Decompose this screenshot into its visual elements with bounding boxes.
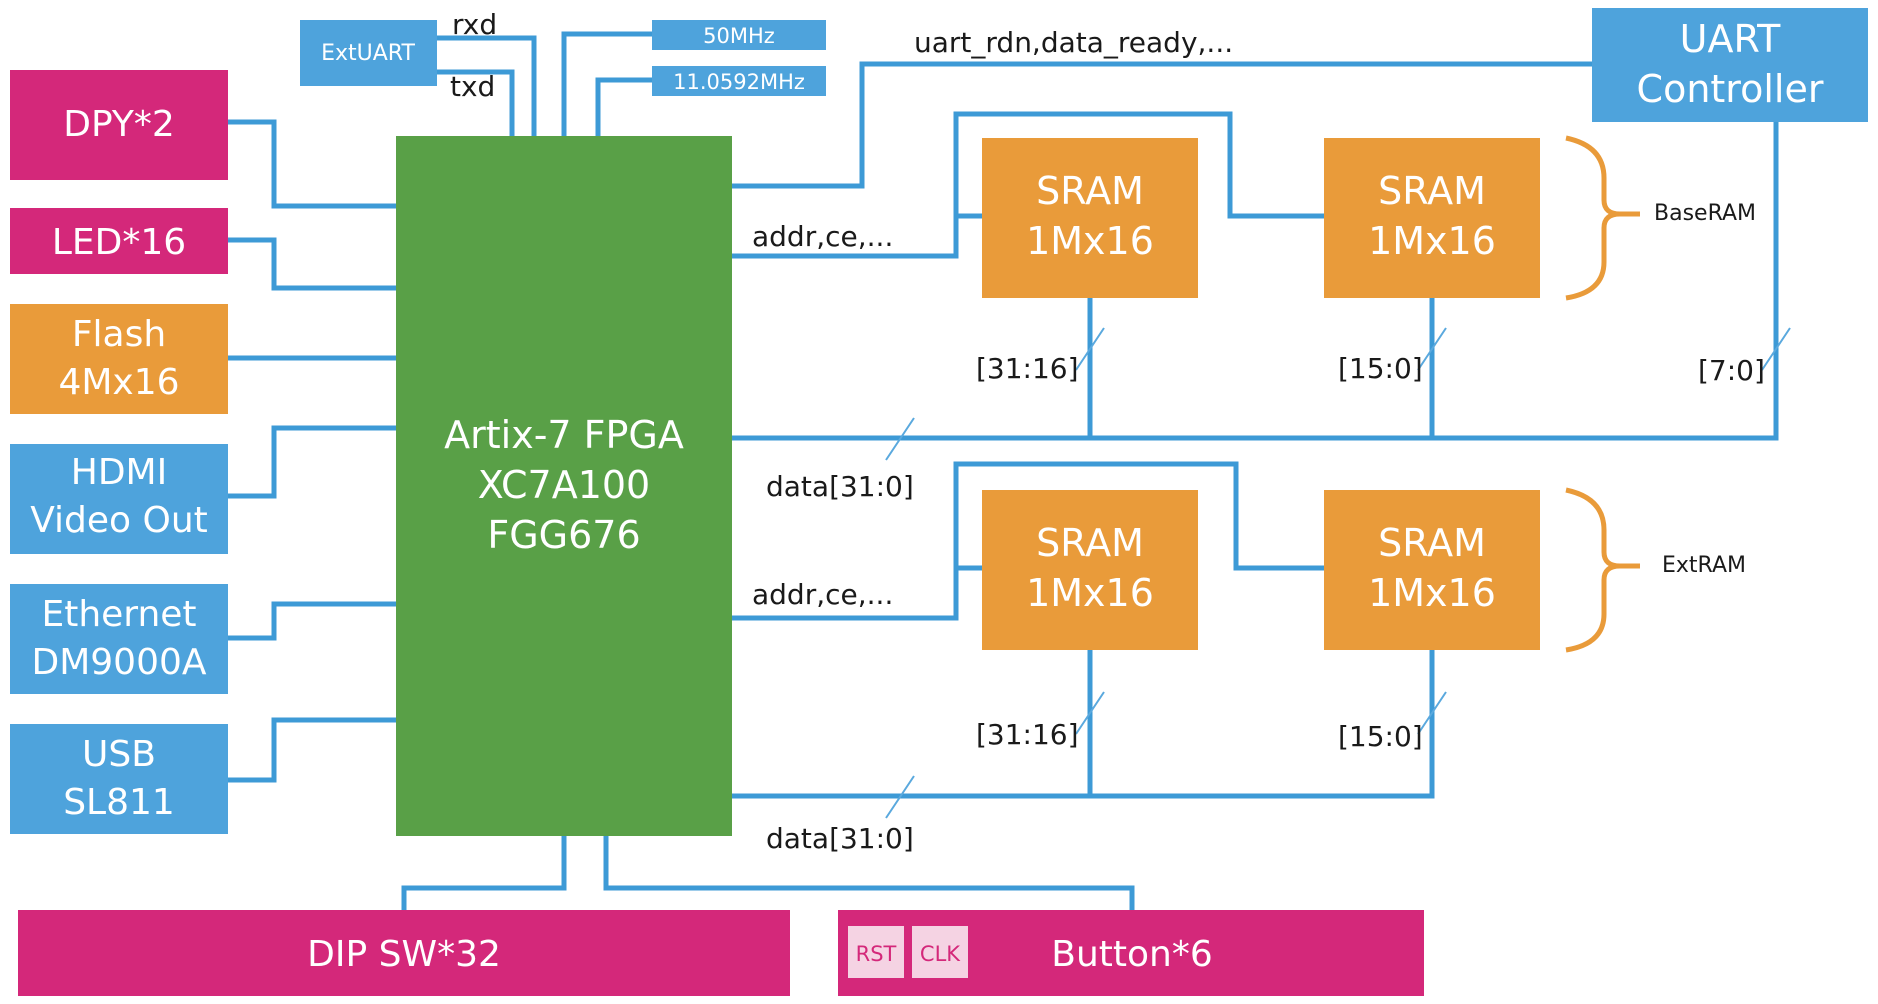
base-sram-2 bbox=[1324, 138, 1540, 298]
dip-switch-block bbox=[18, 910, 790, 996]
ext-sram-1-label-2: 1Mx16 bbox=[1026, 571, 1154, 615]
clk-button bbox=[912, 926, 968, 978]
ext-uart-label: ExtUART bbox=[321, 41, 415, 66]
ext-sram-1-label-1: SRAM bbox=[1036, 521, 1144, 565]
led-label: LED*16 bbox=[52, 222, 186, 263]
wire-rxd bbox=[437, 35, 537, 136]
ext-sram-2-label-2: 1Mx16 bbox=[1368, 571, 1496, 615]
usb-label-2: SL811 bbox=[63, 782, 175, 823]
wire-clk2 bbox=[595, 77, 652, 136]
wire-ethernet bbox=[228, 601, 396, 641]
ext-sram-1 bbox=[982, 490, 1198, 650]
flash-label-1: Flash bbox=[72, 314, 166, 355]
wire-ext-addr bbox=[732, 461, 1324, 621]
uart-controller-label-1: UART bbox=[1680, 17, 1781, 61]
base-data-label: data[31:0] bbox=[766, 470, 914, 503]
rxd-label: rxd bbox=[452, 8, 497, 41]
ext-sram-2 bbox=[1324, 490, 1540, 650]
dpy-label: DPY*2 bbox=[63, 104, 175, 145]
wire-button bbox=[603, 836, 1135, 910]
hdmi-label-1: HDMI bbox=[71, 452, 167, 493]
uart-controller-label-2: Controller bbox=[1637, 67, 1824, 111]
base-hi-label: [31:16] bbox=[976, 352, 1079, 385]
wire-led bbox=[228, 237, 396, 291]
uart-controller-block bbox=[1592, 8, 1868, 122]
ethernet-label-1: Ethernet bbox=[41, 594, 196, 635]
flash-block bbox=[10, 304, 228, 414]
dip-switch-label: DIP SW*32 bbox=[307, 934, 501, 975]
wire-uart-signals bbox=[732, 61, 1592, 189]
hdmi-block bbox=[10, 444, 228, 554]
fpga-block bbox=[396, 136, 732, 836]
base-sram-1 bbox=[982, 138, 1198, 298]
button-label: Button*6 bbox=[1051, 934, 1213, 975]
dpy-block bbox=[10, 70, 228, 180]
hdmi-label-2: Video Out bbox=[30, 500, 208, 541]
base-lo-label: [15:0] bbox=[1338, 352, 1423, 385]
wire-dip bbox=[401, 836, 567, 910]
led-block bbox=[10, 208, 228, 274]
fpga-label-2: XC7A100 bbox=[478, 463, 651, 507]
wire-hdmi bbox=[228, 425, 396, 499]
flash-label-2: 4Mx16 bbox=[58, 362, 179, 403]
base-sram-1-label-1: SRAM bbox=[1036, 169, 1144, 213]
wire-usb bbox=[228, 717, 396, 783]
rst-label: RST bbox=[856, 942, 897, 966]
clock-11mhz-label: 11.0592MHz bbox=[673, 70, 805, 94]
wire-dpy bbox=[228, 119, 396, 209]
txd-label: txd bbox=[450, 70, 495, 103]
wire-txd bbox=[437, 69, 515, 136]
uart-signals-label: uart_rdn,data_ready,... bbox=[914, 26, 1233, 59]
clk-label: CLK bbox=[920, 942, 961, 966]
ethernet-label-2: DM9000A bbox=[31, 642, 206, 683]
clock-50mhz-label: 50MHz bbox=[703, 24, 775, 48]
ext-uart-block bbox=[300, 20, 437, 86]
fpga-label-1: Artix-7 FPGA bbox=[444, 413, 684, 457]
wire-ext-data bbox=[732, 650, 1435, 799]
ext-data-label: data[31:0] bbox=[766, 822, 914, 855]
ext-lo-label: [15:0] bbox=[1338, 720, 1423, 753]
ethernet-block bbox=[10, 584, 228, 694]
wire-clk1 bbox=[561, 31, 652, 136]
wire-base-addr bbox=[732, 111, 1324, 259]
clock-11mhz-block bbox=[652, 66, 826, 96]
base-sram-2-label-2: 1Mx16 bbox=[1368, 219, 1496, 263]
base-sram-2-label-1: SRAM bbox=[1378, 169, 1486, 213]
bus-slashes bbox=[885, 327, 1791, 819]
ext-hi-label: [31:16] bbox=[976, 718, 1079, 751]
usb-block bbox=[10, 724, 228, 834]
usb-label-1: USB bbox=[82, 734, 156, 775]
rst-button bbox=[848, 926, 904, 978]
base-addr-label: addr,ce,... bbox=[752, 220, 893, 253]
fpga-label-3: FGG676 bbox=[487, 513, 640, 557]
wire-base-data bbox=[732, 122, 1779, 441]
wires bbox=[228, 31, 1779, 910]
base-ram-label: BaseRAM bbox=[1654, 201, 1756, 226]
ext-ram-brace bbox=[1565, 487, 1621, 653]
base-sram-1-label-2: 1Mx16 bbox=[1026, 219, 1154, 263]
uart-bits-label: [7:0] bbox=[1698, 354, 1765, 387]
clock-50mhz-block bbox=[652, 20, 826, 50]
ext-ram-label: ExtRAM bbox=[1662, 553, 1746, 578]
base-ram-brace bbox=[1565, 135, 1621, 301]
ext-sram-2-label-1: SRAM bbox=[1378, 521, 1486, 565]
ext-addr-label: addr,ce,... bbox=[752, 578, 893, 611]
